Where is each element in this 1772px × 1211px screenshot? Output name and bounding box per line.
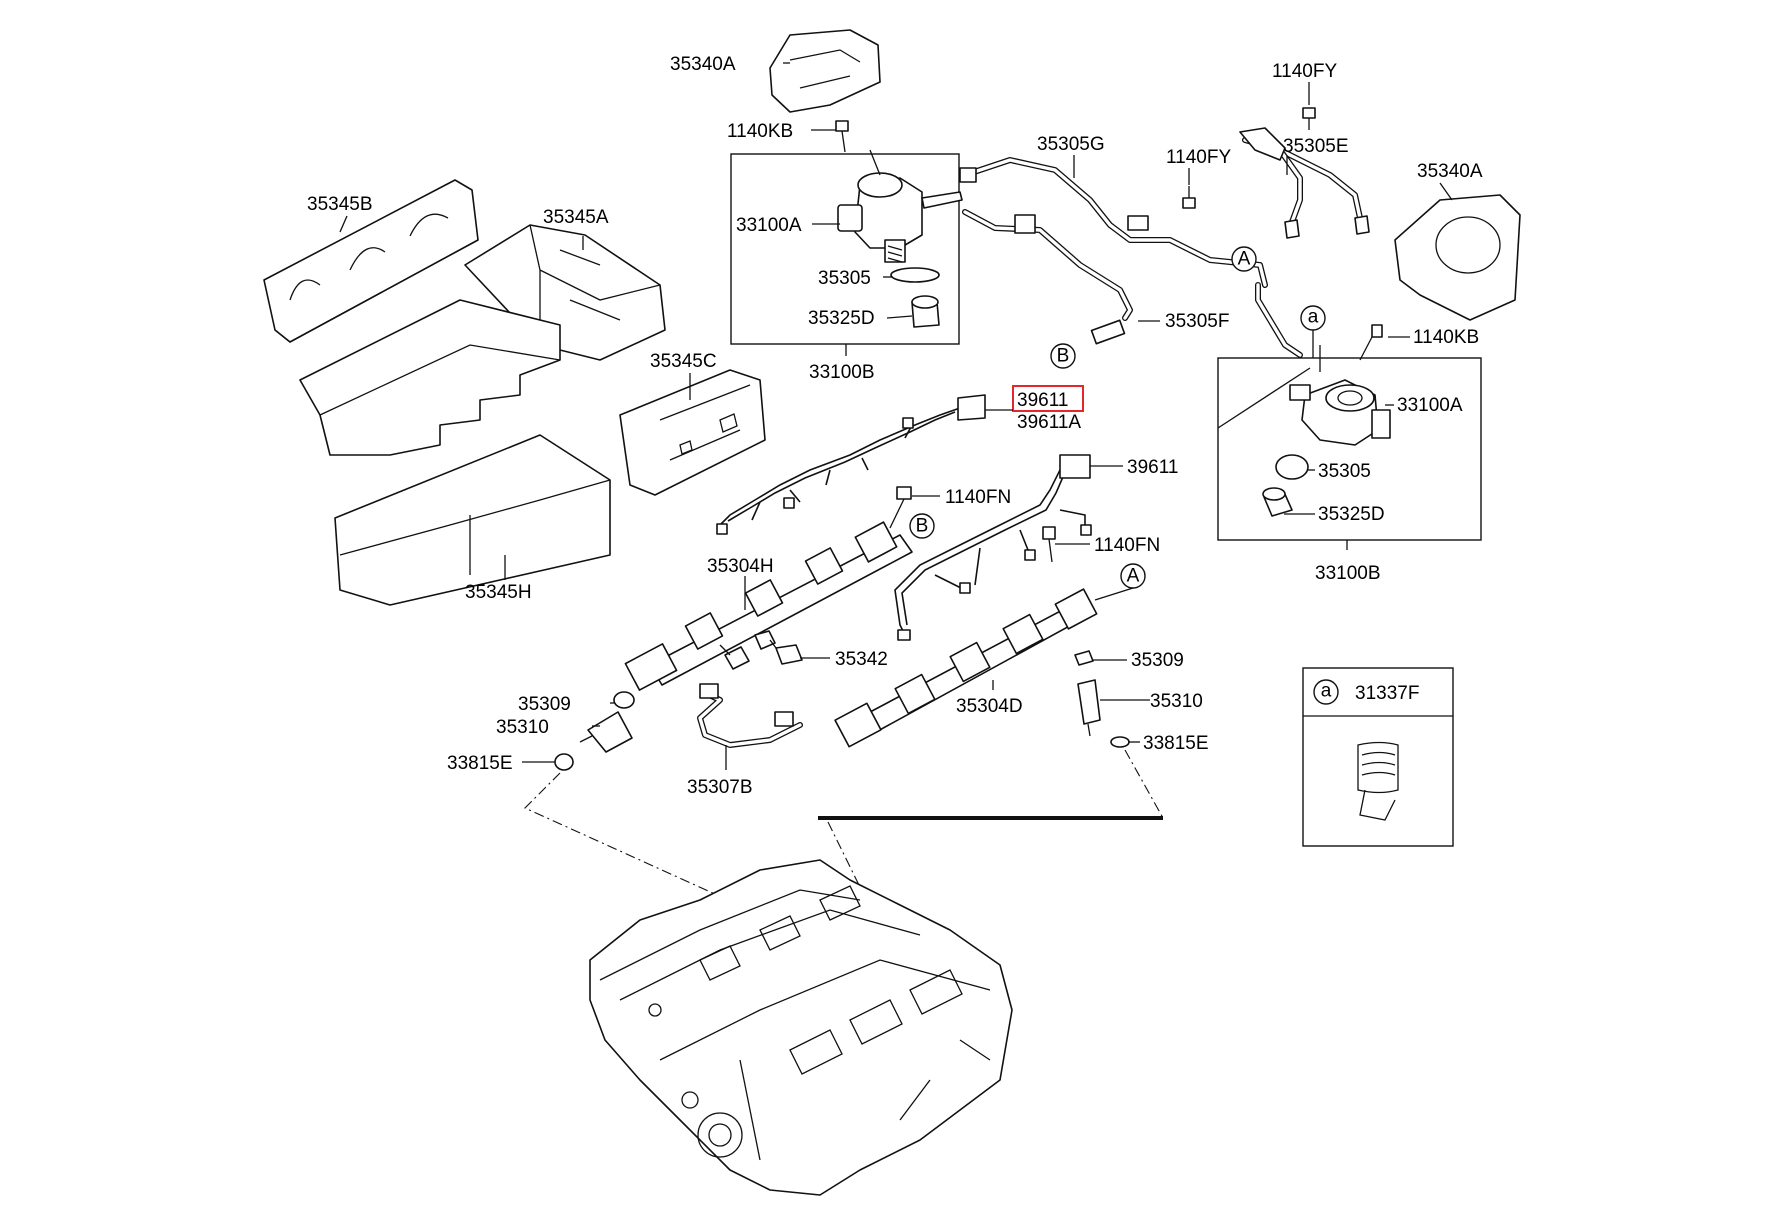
label-35307b: 35307B (687, 777, 753, 798)
label-35305e: 35305E (1283, 136, 1349, 157)
high-pressure-pump-right[interactable] (1289, 345, 1391, 446)
svg-text:a: a (1321, 681, 1332, 702)
label-33815e-left: 33815E (447, 753, 513, 774)
label-35305g: 35305G (1037, 134, 1105, 155)
label-1140fn-left: 1140FN (945, 487, 1011, 508)
label-35325d-left: 35325D (808, 308, 875, 329)
pump-cover-right[interactable] (1394, 194, 1521, 321)
label-35342: 35342 (835, 649, 888, 670)
callout-A-rail[interactable]: A (1120, 563, 1146, 589)
fuel-hose-right-return[interactable] (1255, 282, 1303, 358)
bolt-1140fy-mid[interactable] (1182, 186, 1196, 209)
pressure-sensor-35342[interactable] (769, 639, 803, 665)
engine-cover-35345b[interactable] (263, 179, 479, 343)
seal-33815e-right[interactable] (1110, 736, 1130, 748)
engine-cover-35345c[interactable] (619, 369, 766, 496)
label-35304h: 35304H (707, 556, 774, 577)
label-33100b-right: 33100B (1315, 563, 1381, 584)
label-1140fy-mid: 1140FY (1166, 147, 1231, 168)
pump-assy-box-right (1217, 357, 1482, 541)
label-35345a: 35345A (543, 207, 609, 228)
engine-block[interactable] (589, 859, 1013, 1196)
injector-35310-left[interactable] (579, 711, 633, 753)
fuel-hose-35305f[interactable] (962, 209, 1133, 345)
oring-right[interactable] (1275, 454, 1309, 480)
callout-B-hose[interactable]: B (1050, 343, 1076, 369)
leader-lines (339, 62, 1453, 770)
bolt-1140kb-right[interactable] (1359, 324, 1383, 361)
label-1140kb-right: 1140KB (1413, 327, 1479, 348)
label-35310-left: 35310 (496, 717, 549, 738)
label-39611a: 39611A (1017, 412, 1081, 433)
highlight-box-39611 (1012, 385, 1084, 412)
wiring-harness-39611-right[interactable] (894, 454, 1092, 641)
bolt-1140kb-left[interactable] (835, 120, 849, 153)
engine-cover-35345h[interactable] (334, 434, 611, 606)
label-1140fn-right: 1140FN (1094, 535, 1160, 556)
label-39611-right: 39611 (1127, 457, 1178, 478)
callout-a-inset[interactable]: a (1313, 679, 1339, 705)
pipe-35307b[interactable] (697, 683, 803, 748)
engine-cover-35345-main[interactable] (299, 299, 561, 456)
pump-cover-left[interactable] (769, 29, 881, 113)
bolt-1140fy-top[interactable] (1302, 107, 1316, 130)
cup-left[interactable] (911, 295, 940, 328)
bolt-1140fn-left[interactable] (889, 486, 912, 529)
install-line-left (524, 772, 791, 929)
label-33100a-left: 33100A (736, 215, 802, 236)
label-35305-left: 35305 (818, 268, 871, 289)
wiring-harness-39611[interactable] (716, 394, 986, 535)
seal-33815e-left[interactable] (554, 753, 574, 771)
svg-text:a: a (1308, 307, 1319, 328)
label-33100b-left: 33100B (809, 362, 875, 383)
label-35325d-right: 35325D (1318, 504, 1385, 525)
svg-text:B: B (916, 516, 929, 537)
clip-31337f-icon[interactable] (1357, 741, 1399, 821)
label-35345b: 35345B (307, 194, 373, 215)
bolt-1140fn-right[interactable] (1042, 526, 1056, 563)
fuel-rail-35304d[interactable] (834, 588, 1098, 748)
label-39611-main: 39611 (1017, 390, 1068, 411)
fuel-hose-35305g[interactable] (959, 157, 1268, 288)
label-35345h: 35345H (465, 582, 532, 603)
label-35345c: 35345C (650, 351, 717, 372)
injector-clip-35309-right[interactable] (1074, 650, 1094, 666)
label-35309-left: 35309 (518, 694, 571, 715)
injector-clip-35309-left[interactable] (613, 691, 635, 709)
label-1140fy-top: 1140FY (1272, 61, 1337, 82)
label-35340a-right: 35340A (1417, 161, 1483, 182)
cup-right[interactable] (1262, 487, 1293, 517)
install-line-right (1124, 749, 1164, 819)
fuel-hose-35305e[interactable] (1239, 127, 1370, 239)
label-35305-right: 35305 (1318, 461, 1371, 482)
label-35305f: 35305F (1165, 311, 1229, 332)
inset-box (1302, 667, 1454, 847)
pump-assy-leader-right (1217, 367, 1311, 429)
svg-text:B: B (1057, 346, 1070, 367)
label-33815e-right: 33815E (1143, 733, 1209, 754)
oring-left[interactable] (890, 267, 940, 283)
svg-text:A: A (1127, 566, 1140, 587)
callout-a-pump[interactable]: a (1300, 305, 1326, 358)
callout-A-hose[interactable]: A (1231, 246, 1257, 272)
callout-B-rail[interactable]: B (909, 513, 935, 539)
label-33100a-right: 33100A (1397, 395, 1463, 416)
label-35310-right: 35310 (1150, 691, 1203, 712)
label-31337f: 31337F (1355, 683, 1419, 704)
label-35340a-top: 35340A (670, 54, 736, 75)
svg-text:A: A (1238, 249, 1251, 270)
label-35304d: 35304D (956, 696, 1023, 717)
label-35309-right: 35309 (1131, 650, 1184, 671)
injector-35310-right[interactable] (1077, 679, 1101, 737)
fuel-rail-35304h[interactable] (624, 521, 913, 691)
high-pressure-pump-left[interactable] (837, 149, 963, 263)
label-1140kb-top: 1140KB (727, 121, 793, 142)
pump-assy-box-left (730, 153, 960, 345)
